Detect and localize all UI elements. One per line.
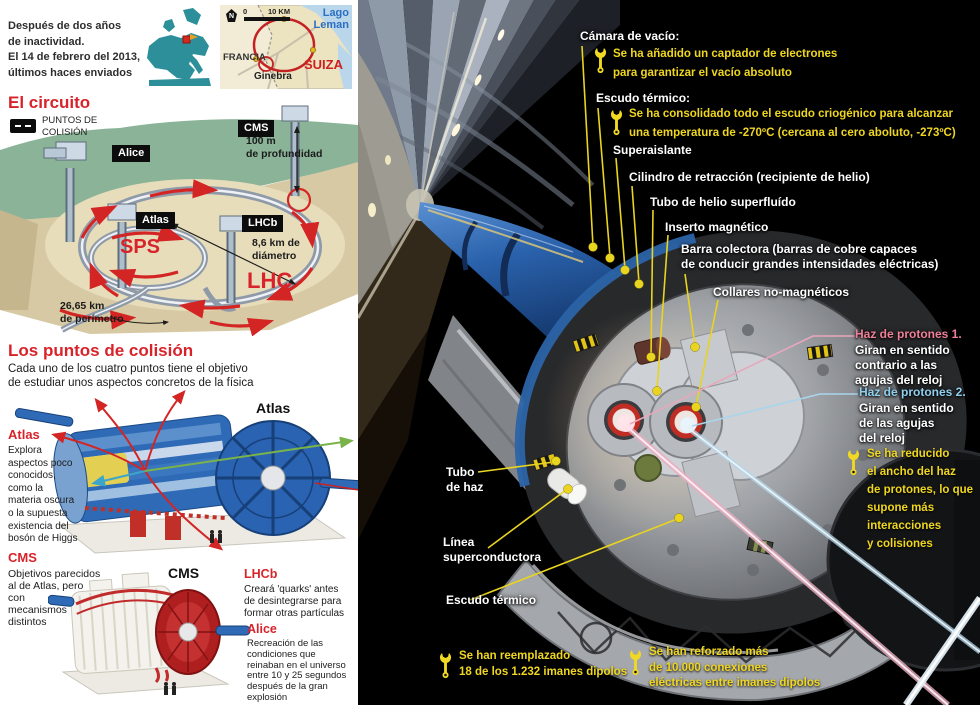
- camara-title: Cámara de vacío:: [580, 29, 680, 43]
- haz2-leader: [691, 393, 858, 427]
- collision-subtitle: Cada uno de los cuatro puntos tiene el o…: [8, 363, 254, 389]
- leader-lines: [469, 45, 719, 601]
- camara-note: Se ha añadido un captador de electrones …: [613, 48, 838, 79]
- escudo-title: Escudo térmico:: [596, 91, 691, 105]
- linea-label: Línea superconductora: [443, 535, 542, 564]
- right-panel: Cámara de vacío: Se ha añadido un captad…: [358, 0, 980, 705]
- perimeter-pointer: [111, 317, 169, 326]
- haz1-title: Haz de protones 1.: [855, 327, 962, 341]
- circuit-terrain-illustration: [0, 105, 358, 336]
- tag-atlas: Atlas: [136, 212, 175, 229]
- lake-label: Lago Leman: [313, 7, 349, 31]
- atlas-name: Atlas: [8, 427, 40, 442]
- cms-name: CMS: [8, 550, 37, 565]
- circuit-title: El circuito: [8, 93, 91, 112]
- tubo-helio-label: Tubo de helio superfluído: [650, 195, 796, 209]
- scale-people: [210, 530, 222, 543]
- cilindro-label: Cilindro de retracción (recipiente de he…: [629, 170, 870, 184]
- superaislante-label: Superaislante: [613, 143, 692, 157]
- sps-label: SPS: [120, 236, 161, 258]
- geneva-map: Lago Leman FRANCIA SUIZA Ginebra N 0 10 …: [219, 4, 353, 90]
- diameter-label: 8,6 km de diámetro: [252, 237, 300, 262]
- collares-label: Collares no-magnéticos: [713, 285, 850, 299]
- scale-zero: 0: [243, 7, 248, 16]
- francia-label: FRANCIA: [223, 52, 266, 63]
- haz2-desc: Giran en sentido de las agujas del reloj: [859, 401, 954, 445]
- scale-ten: 10 KM: [268, 7, 291, 16]
- cms-diagram-label: CMS: [168, 565, 200, 581]
- proton-beams: [617, 414, 980, 705]
- outer-drum: [826, 448, 980, 672]
- note-reemplazado: Se han reemplazado 18 de los 1.232 imane…: [459, 650, 628, 678]
- suiza-label: SUIZA: [304, 57, 343, 72]
- reducido-note: Se ha reducido el ancho del haz de proto…: [867, 448, 974, 550]
- atlas-diagram-label: Atlas: [256, 400, 291, 416]
- left-panel: Después de dos años de inactividad. El 1…: [0, 0, 360, 705]
- green-port: [634, 454, 662, 482]
- sensor-chip: [572, 332, 600, 354]
- wrench-icon: [610, 109, 623, 141]
- legend-text: PUNTOS DE COLISIÓN: [42, 115, 98, 138]
- collision-points-icon: [10, 119, 36, 133]
- lhcb-desc: Creará 'quarks' antes de desintegrarse p…: [244, 584, 345, 619]
- sps-ring-on-map: [258, 56, 274, 72]
- tubo-haz-label: Tubo de haz: [446, 465, 484, 494]
- lhc-label: LHC: [247, 268, 293, 293]
- inserto-label: Inserto magnético: [665, 220, 769, 234]
- diameter-dimension-arrow: [170, 223, 297, 285]
- cms-desc: Objetivos parecidos al de Atlas, pero co…: [8, 568, 101, 628]
- ginebra-label: Ginebra: [254, 71, 292, 82]
- wrench-icon: [629, 649, 642, 681]
- alice-name: Alice: [247, 622, 277, 636]
- haz1-leader: [629, 335, 855, 425]
- tunnel-wall-floor: [358, 52, 456, 540]
- tunnel-ceiling: [358, 0, 620, 230]
- atlas-desc: Explora aspectos poco conocidos, como la…: [8, 445, 78, 545]
- lhcb-name: LHCb: [244, 567, 278, 581]
- tag-lhcb: LHCb: [242, 215, 284, 232]
- wrench-icon: [847, 449, 860, 481]
- tag-alice: Alice: [112, 145, 151, 162]
- atlas-detector-illustration: [15, 389, 360, 554]
- barra-label: Barra colectora (barras de cobre capaces…: [681, 242, 939, 271]
- perimeter-label: 26,65 km de perímetro: [60, 300, 124, 325]
- escudo-bottom-label: Escudo térmico: [446, 593, 537, 607]
- cms-detector-illustration: [48, 572, 251, 695]
- europe-locator-map: [147, 8, 213, 86]
- collision-title: Los puntos de colisión: [8, 341, 194, 360]
- intro-text: Después de dos años de inactividad. El 1…: [8, 20, 141, 79]
- haz2-title: Haz de protones 2.: [859, 385, 966, 399]
- sensor-chip: [806, 343, 834, 361]
- depth-label: 100 m de profundidad: [246, 135, 323, 160]
- note-reforzado: Se han reforzado más de 10.000 conexione…: [649, 646, 821, 689]
- scale-bar: [244, 17, 290, 21]
- wrench-icon: [594, 47, 607, 79]
- escudo-note: Se ha consolidado todo el escudo criogén…: [629, 108, 956, 139]
- tunnel-photo: [358, 0, 980, 705]
- leader-dots: [551, 242, 701, 523]
- wrench-icon: [439, 652, 452, 684]
- tag-cms: CMS: [238, 120, 275, 137]
- scale-people: [164, 682, 176, 695]
- haz1-desc: Giran en sentido contrario a las agujas …: [855, 343, 950, 387]
- underground-plane: [45, 179, 345, 311]
- alice-desc: Recreación de las condiciones que reinab…: [247, 638, 347, 703]
- magnet-cutaway: [514, 230, 967, 634]
- location-marker-icon: [182, 35, 191, 44]
- compass-icon: N: [226, 9, 237, 22]
